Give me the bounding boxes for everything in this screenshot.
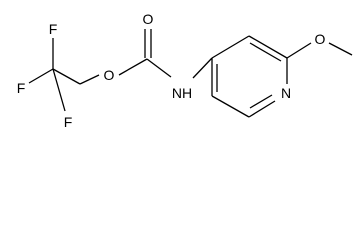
atom-nh: NH [172,85,192,101]
bond-ring-c4-c5 [248,35,288,59]
atom-o-methoxy: O [315,31,326,47]
molecule-drawing: F F F O O NH N O [17,11,353,130]
atom-n-ring: N [281,85,291,101]
bond-carbonyl-nh [146,58,172,78]
bond-cf3-ch2 [52,68,81,85]
bond-cf3-f-left [28,68,54,84]
bond-ring-c4-c5-inner [249,42,282,62]
atom-f-top: F [49,21,58,37]
bond-o-methyl [328,42,353,56]
bond-ring-n-c2-inner [249,94,273,109]
bond-ch2-o-ester [79,74,100,85]
bond-ring-n-c2 [248,100,276,118]
bond-ring-c2-c3 [211,95,250,118]
bond-ring-c3-c4 [211,35,250,59]
atom-f-bottom: F [64,114,73,130]
bond-nh-ring [192,57,213,79]
bond-cf3-f-bottom [52,68,66,112]
atom-o-ester: O [104,67,115,83]
bond-ring-o-methoxy [286,42,312,59]
atom-f-left: F [17,80,26,96]
bond-o-ester-carbonyl [118,58,148,76]
atom-o-carbonyl: O [143,11,154,27]
